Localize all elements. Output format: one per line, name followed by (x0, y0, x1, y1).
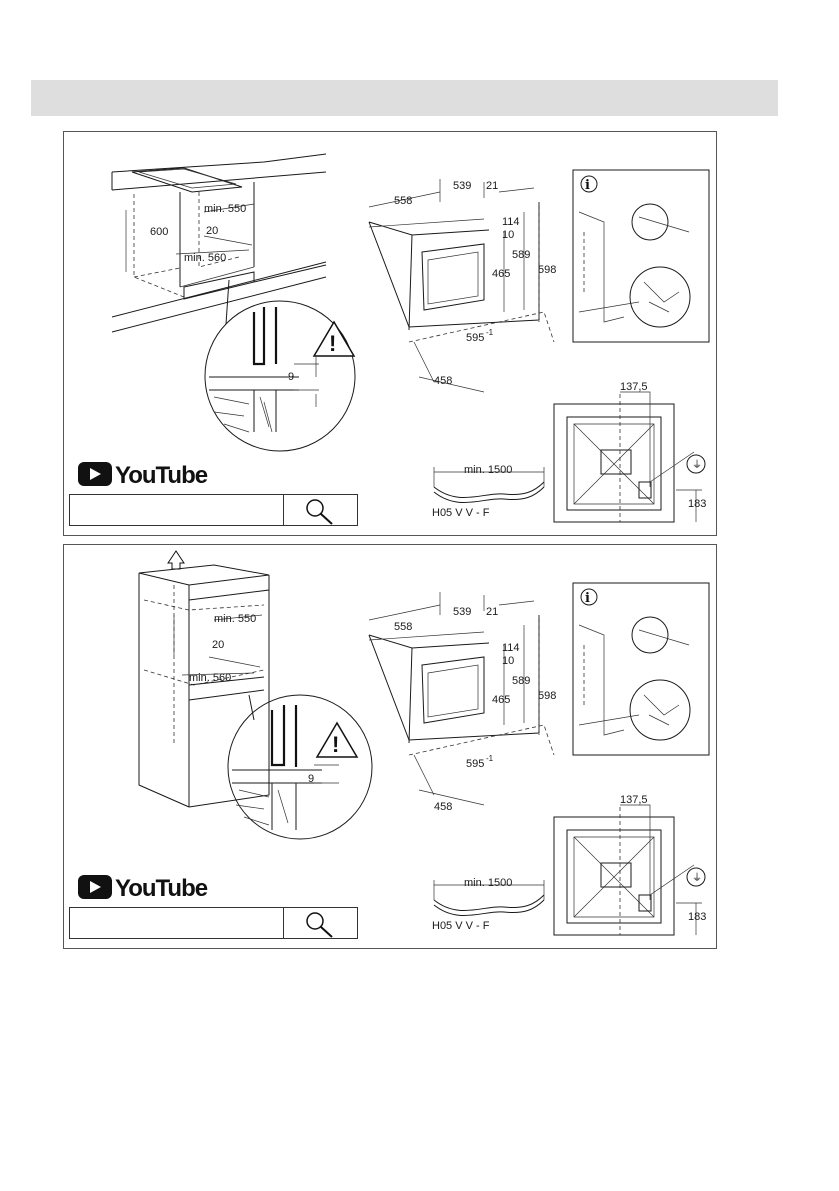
oven-width: 595 (466, 332, 484, 344)
detail-zoom-circle (205, 280, 355, 451)
oven-top-panel: 114 (502, 216, 520, 228)
up-arrow-icon (168, 551, 184, 569)
youtube-search-input[interactable] (70, 908, 284, 938)
svg-text:!: ! (329, 331, 336, 356)
info-icon: i (585, 178, 590, 193)
detail-zoom-circle (228, 695, 372, 839)
warning-triangle-icon: ! (314, 322, 354, 356)
oven-depth-total: 558 (394, 195, 412, 207)
info-icon: i (585, 591, 590, 606)
installation-diagram-column: min. 550 20 min. 560 9 ! (64, 545, 716, 948)
youtube-search-button[interactable] (284, 495, 356, 525)
back-offset-y: 183 (688, 911, 706, 923)
oven-width: 595 (466, 758, 484, 770)
youtube-search-bar[interactable] (69, 907, 358, 939)
oven-side-depth: 458 (434, 801, 452, 813)
oven-height-total: 598 (538, 690, 556, 702)
oven-front-depth: 21 (486, 180, 498, 192)
oven-height-inner: 589 (512, 675, 530, 687)
youtube-search-input[interactable] (70, 495, 284, 525)
oven-depth-body: 539 (453, 606, 471, 618)
installation-panel-under-hob: 600 min. 550 20 min. 560 9 ! (63, 131, 717, 536)
magnifier-icon (284, 495, 356, 525)
detail-gap-label: 9 (288, 371, 294, 383)
back-offset-x: 137,5 (620, 381, 648, 393)
oven-width-tolerance: -1 (486, 328, 494, 337)
oven-body-height: 465 (492, 694, 510, 706)
oven-width-tolerance: -1 (486, 754, 494, 763)
oven-front-depth: 21 (486, 606, 498, 618)
niche-drawing (112, 154, 326, 332)
oven-height-total: 598 (538, 264, 556, 276)
oven-depth-total: 558 (394, 621, 412, 633)
fixing-detail-box (573, 170, 709, 342)
niche-height-label: 600 (150, 226, 168, 238)
oven-depth-body: 539 (453, 180, 471, 192)
cable-length: min. 1500 (464, 877, 512, 889)
niche-depth-label: min. 550 (214, 613, 256, 625)
niche-gap-label: 20 (212, 639, 224, 651)
oven-side-depth: 458 (434, 375, 452, 387)
cable-type: H05 V V - F (432, 920, 490, 932)
warning-triangle-icon: ! (317, 723, 357, 757)
oven-drawing (369, 179, 554, 392)
niche-width-label: min. 560 (184, 252, 226, 264)
column-cabinet-drawing (139, 565, 269, 807)
oven-top-gap: 10 (502, 655, 514, 667)
oven-top-panel: 114 (502, 642, 520, 654)
youtube-logo: YouTube (78, 462, 208, 489)
oven-height-inner: 589 (512, 249, 530, 261)
youtube-logo-text: YouTube (115, 462, 208, 489)
section-header-bar (31, 80, 778, 116)
earth-symbol-icon: ⏚ (692, 872, 702, 884)
niche-width-label: min. 560 (189, 672, 231, 684)
cable-type: H05 V V - F (432, 507, 490, 519)
youtube-logo-text: YouTube (115, 875, 208, 902)
oven-body-height: 465 (492, 268, 510, 280)
youtube-logo: YouTube (78, 875, 208, 902)
niche-gap-label: 20 (206, 225, 218, 237)
oven-back-view (554, 805, 705, 935)
youtube-search-bar[interactable] (69, 494, 358, 526)
earth-symbol-icon: ⏚ (692, 459, 702, 471)
oven-back-view (554, 392, 705, 522)
installation-diagram-under-hob: 600 min. 550 20 min. 560 9 ! (64, 132, 716, 535)
svg-text:!: ! (332, 732, 339, 757)
back-offset-x: 137,5 (620, 794, 648, 806)
magnifier-icon (284, 908, 356, 938)
niche-depth-label: min. 550 (204, 203, 246, 215)
oven-top-gap: 10 (502, 229, 514, 241)
installation-panel-column: min. 550 20 min. 560 9 ! (63, 544, 717, 949)
back-offset-y: 183 (688, 498, 706, 510)
fixing-detail-box (573, 583, 709, 755)
detail-gap-label: 9 (308, 773, 314, 785)
youtube-search-button[interactable] (284, 908, 356, 938)
cable-length: min. 1500 (464, 464, 512, 476)
